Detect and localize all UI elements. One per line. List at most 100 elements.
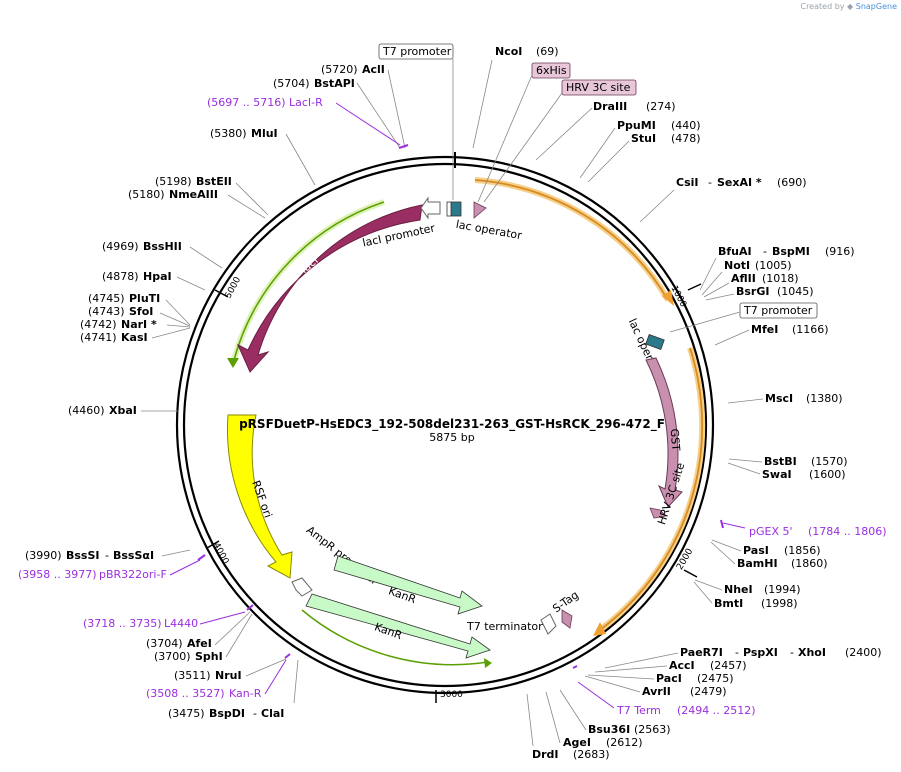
site-name-BsrGI: BsrGI — [736, 285, 769, 298]
primer-name-Kan-R: Kan-R — [229, 687, 262, 700]
site-name-BfuAI: BfuAI — [718, 245, 752, 258]
site-name-BssSaI: BssSαI — [113, 549, 154, 562]
tick-label-4000: 4000 — [211, 541, 231, 566]
site-name-BmtI: BmtI — [714, 597, 743, 610]
s-tag-block — [561, 609, 573, 629]
orange-arc-glow-2 — [598, 347, 706, 633]
primer-range-pBR322ori-F: (3958 .. 3977) — [18, 568, 97, 581]
t7-promoter-top-label: T7 promoter — [382, 45, 452, 58]
site-name-XhoI: XhoI — [798, 646, 826, 659]
site-pos-Bsu36I: (2563) — [634, 723, 671, 736]
site-name-CsiI: CsiI — [676, 176, 698, 189]
primer-labels-left: (5697 .. 5716) LacI-R (3958 .. 3977) pBR… — [18, 96, 409, 700]
site-name-SfoI: SfoI — [129, 305, 153, 318]
site-pos-BstAPI: (5704) — [273, 77, 310, 90]
site-name-KasI: KasI — [121, 331, 148, 344]
t7-terminator-block — [540, 613, 557, 635]
gst-label: GST — [668, 428, 683, 452]
site-pos-SfoI: (4743) — [88, 305, 125, 318]
site-pos-MluI: (5380) — [210, 127, 247, 140]
site-pos-PaeR7I: (2400) — [845, 646, 882, 659]
site-name-XbaI: XbaI — [109, 404, 137, 417]
primer-name-LacI-R: LacI-R — [289, 96, 323, 109]
s-tag-label: S-Tag — [550, 588, 581, 615]
site-pos-XbaI: (4460) — [68, 404, 105, 417]
tick-label-3000: 3000 — [440, 690, 463, 700]
svg-text:-: - — [253, 707, 257, 720]
site-name-AfeI: AfeI — [187, 637, 212, 650]
svg-text:-: - — [763, 245, 767, 258]
site-name-NruI: NruI — [215, 669, 242, 682]
site-name-BstAPI: BstAPI — [314, 77, 355, 90]
site-name-BspDI: BspDI — [209, 707, 245, 720]
ampr-promoter-arrow — [291, 577, 313, 597]
primer-range-T7Term: (2494 .. 2512) — [677, 704, 756, 717]
svg-text:-: - — [735, 646, 739, 659]
orange-arc-2-head — [593, 622, 606, 636]
site-pos-MscI: (1380) — [806, 392, 843, 405]
site-pos-PasI: (1856) — [784, 544, 821, 557]
gst-feature[interactable] — [645, 357, 683, 508]
credit-brand: SnapGene — [855, 2, 897, 11]
site-name-PluTI: PluTI — [129, 292, 160, 305]
site-pos-KasI: (4741) — [80, 331, 117, 344]
site-name-StuI: StuI — [631, 132, 656, 145]
site-name-NmeAIII: NmeAIII — [169, 188, 218, 201]
snapgene-logo-icon: ◆ — [847, 2, 854, 11]
lacI-promoter-arrow — [420, 196, 441, 220]
kanr-feature-2[interactable] — [305, 593, 491, 659]
primer-name-pGEX5: pGEX 5' — [749, 525, 793, 538]
site-pos-NcoI: (69) — [536, 45, 559, 58]
primer-range-Kan-R: (3508 .. 3527) — [146, 687, 225, 700]
backbone-outer — [175, 155, 715, 695]
hrv-3c-block — [649, 507, 667, 519]
his-tag-label: 6xHis — [536, 64, 567, 77]
lac-operator-top — [450, 201, 462, 217]
lacI-feature[interactable] — [236, 204, 423, 373]
lacI-label: lacI — [298, 254, 321, 276]
site-name-HpaI: HpaI — [143, 270, 172, 283]
site-name-BamHI: BamHI — [737, 557, 778, 570]
backbone-inner — [182, 162, 708, 688]
site-pos-SwaI: (1600) — [809, 468, 846, 481]
t7-promoter-top-box — [378, 43, 454, 60]
site-pos-PacI: (2475) — [697, 672, 734, 685]
site-name-MluI: MluI — [251, 127, 278, 140]
svg-text:-: - — [105, 549, 109, 562]
site-name-BssSI: BssSI — [66, 549, 100, 562]
lacI-green-arc-head — [227, 358, 239, 368]
primer-name-L4440: L4440 — [164, 617, 198, 630]
svg-text:-: - — [790, 646, 794, 659]
site-name-PspXI: PspXI — [743, 646, 778, 659]
boxed-labels: T7 promoter 6xHis HRV 3C site T7 promote… — [378, 43, 818, 333]
primer-name-T7Term: T7 Term — [616, 704, 661, 717]
site-name-PacI: PacI — [656, 672, 682, 685]
site-name-DraIII: DraIII — [593, 100, 627, 113]
site-name-AclI: AclI — [362, 63, 385, 76]
site-pos-BspDI: (3475) — [168, 707, 205, 720]
site-name-NheI: NheI — [724, 583, 753, 596]
site-pos-MfeI: (1166) — [792, 323, 829, 336]
site-name-ClaI: ClaI — [261, 707, 284, 720]
site-name-MscI: MscI — [765, 392, 793, 405]
site-pos-BamHI: (1860) — [791, 557, 828, 570]
site-pos-AgeI: (2612) — [606, 736, 643, 749]
site-name-Bsu36I: Bsu36I — [588, 723, 630, 736]
site-pos-PpuMI: (440) — [671, 119, 701, 132]
rsf-ori-feature[interactable] — [227, 414, 293, 579]
site-name-BssHII: BssHII — [143, 240, 182, 253]
site-pos-BmtI: (1998) — [761, 597, 798, 610]
tick-label-5000: 5000 — [224, 275, 244, 300]
orange-arc-1-head — [662, 290, 674, 306]
site-name-DrdI: DrdI — [532, 748, 559, 761]
site-pos-BstBI: (1570) — [811, 455, 848, 468]
kanr-feature-1[interactable] — [333, 555, 483, 615]
snapgene-credit: Created by ◆ SnapGene — [800, 2, 897, 11]
primer-labels-right: pGEX 5' (1784 .. 1806) T7 Term (2494 .. … — [572, 519, 887, 717]
site-pos-AvrII: (2479) — [690, 685, 727, 698]
site-name-BstEII: BstEII — [196, 175, 232, 188]
his-tag-block — [473, 201, 487, 219]
primer-range-L4440: (3718 .. 3735) — [83, 617, 162, 630]
credit-prefix: Created by — [800, 2, 845, 11]
t7-terminator-label: T7 terminator — [466, 620, 543, 633]
